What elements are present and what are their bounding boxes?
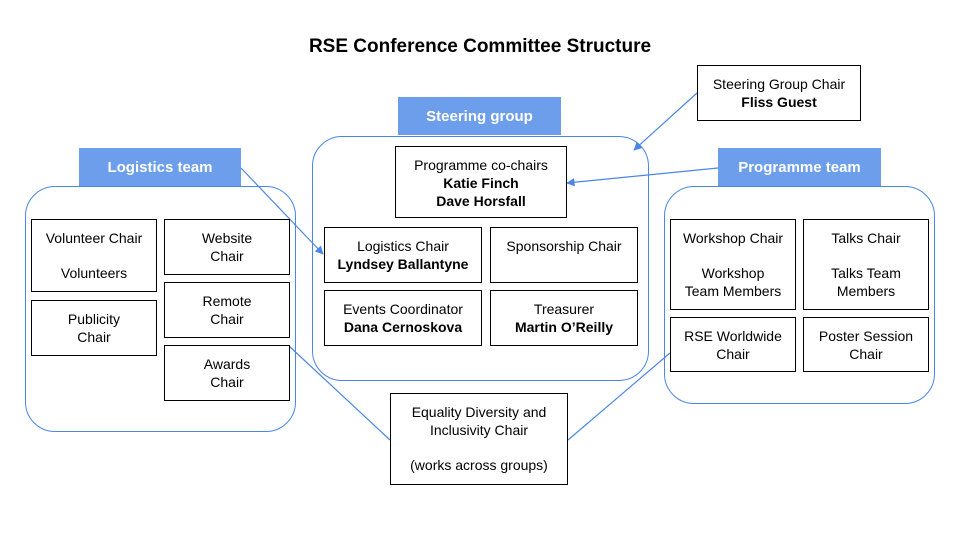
website-chair-box: Website Chair	[164, 219, 290, 275]
workshop-team-line-1: Workshop	[701, 265, 765, 281]
arrow-steering-chair-to-steering-group	[633, 92, 698, 151]
logistics-team-label: Logistics team	[79, 148, 241, 186]
edi-chair-line-1: Equality Diversity and	[411, 404, 547, 420]
diagram-title: RSE Conference Committee Structure	[308, 36, 652, 57]
awards-chair-line-1: Awards	[203, 356, 251, 372]
volunteers-label: Volunteers	[60, 265, 128, 281]
volunteer-chair-box: Volunteer Chair Volunteers	[31, 219, 157, 292]
programme-cochairs-role: Programme co-chairs	[414, 157, 548, 173]
spacer	[804, 247, 928, 264]
publicity-chair-box: Publicity Chair	[31, 300, 157, 356]
volunteer-chair-role: Volunteer Chair	[45, 230, 143, 246]
talks-chair-role: Talks Chair	[831, 230, 901, 246]
rse-worldwide-chair-line-1: RSE Worldwide	[684, 328, 782, 344]
workshop-chair-box: Workshop Chair Workshop Team Members	[670, 219, 796, 310]
talks-team-line-1: Talks Team	[831, 265, 901, 281]
rse-worldwide-chair-box: RSE Worldwide Chair	[670, 317, 796, 372]
events-coordinator-role: Events Coordinator	[343, 301, 463, 317]
treasurer-role: Treasurer	[533, 301, 595, 317]
events-coordinator-person: Dana Cernoskova	[343, 319, 463, 335]
events-coordinator-box: Events Coordinator Dana Cernoskova	[324, 290, 482, 346]
publicity-chair-line-2: Chair	[77, 329, 111, 345]
remote-chair-box: Remote Chair	[164, 282, 290, 338]
treasurer-person: Martin O’Reilly	[514, 319, 614, 335]
edi-chair-box: Equality Diversity and Inclusivity Chair…	[390, 393, 568, 485]
workshop-team-line-2: Team Members	[684, 283, 782, 299]
steering-group-label: Steering group	[398, 97, 561, 135]
edi-chair-line-2: Inclusivity Chair	[429, 422, 529, 438]
poster-session-chair-box: Poster Session Chair	[803, 317, 929, 372]
logistics-chair-person: Lyndsey Ballantyne	[337, 256, 469, 272]
rse-worldwide-chair-line-2: Chair	[716, 346, 750, 362]
programme-team-group	[664, 186, 935, 404]
talks-team-line-2: Members	[836, 283, 896, 299]
spacer	[391, 439, 567, 456]
programme-cochair-person-2: Dave Horsfall	[436, 193, 526, 209]
talks-chair-box: Talks Chair Talks Team Members	[803, 219, 929, 310]
steering-group-chair-person: Fliss Guest	[741, 94, 817, 110]
workshop-chair-role: Workshop Chair	[682, 230, 784, 246]
steering-group-chair-box: Steering Group Chair Fliss Guest	[697, 65, 861, 121]
logistics-team-group	[25, 186, 296, 432]
poster-session-chair-line-2: Chair	[849, 346, 883, 362]
spacer	[671, 247, 795, 264]
sponsorship-chair-box: Sponsorship Chair	[490, 227, 638, 283]
logistics-chair-box: Logistics Chair Lyndsey Ballantyne	[324, 227, 482, 283]
website-chair-line-1: Website	[201, 230, 253, 246]
steering-group-group	[312, 136, 649, 381]
programme-cochair-person-1: Katie Finch	[443, 175, 519, 191]
spacer	[32, 247, 156, 264]
treasurer-box: Treasurer Martin O’Reilly	[490, 290, 638, 346]
publicity-chair-line-1: Publicity	[67, 311, 121, 327]
remote-chair-line-1: Remote	[202, 293, 252, 309]
steering-group-chair-role: Steering Group Chair	[712, 76, 846, 92]
programme-cochairs-box: Programme co-chairs Katie Finch Dave Hor…	[395, 146, 567, 218]
awards-chair-line-2: Chair	[210, 374, 244, 390]
edi-chair-note: (works across groups)	[410, 457, 548, 473]
awards-chair-box: Awards Chair	[164, 345, 290, 401]
programme-team-label: Programme team	[718, 148, 881, 186]
logistics-chair-role: Logistics Chair	[357, 238, 449, 254]
poster-session-chair-line-1: Poster Session	[818, 328, 914, 344]
website-chair-line-2: Chair	[210, 248, 244, 264]
remote-chair-line-2: Chair	[210, 311, 244, 327]
sponsorship-chair-role: Sponsorship Chair	[506, 238, 622, 254]
